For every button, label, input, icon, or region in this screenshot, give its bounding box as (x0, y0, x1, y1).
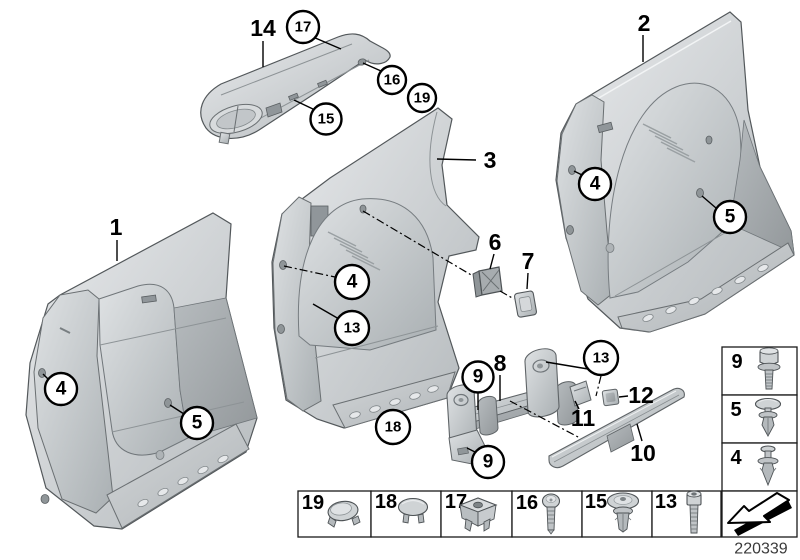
svg-text:9: 9 (483, 452, 494, 473)
legend-item-15[interactable]: 15 (581, 490, 653, 538)
balloon-9-upper[interactable]: 9 (461, 360, 495, 394)
expansion-rivet-icon (757, 445, 779, 487)
direction-of-travel-arrow-icon (727, 492, 792, 536)
balloon-4-left-panel[interactable]: 4 (43, 371, 79, 407)
assembly-dashdot-lines (283, 210, 602, 439)
clip-part-6-illustration (472, 266, 503, 298)
cap-part-12-illustration (601, 388, 620, 407)
drawing-number: 220339 (734, 541, 787, 558)
svg-text:19: 19 (302, 492, 324, 514)
legend-item-5[interactable]: 5 (721, 394, 798, 444)
legend-direction-arrow-box[interactable] (721, 490, 798, 538)
svg-text:16: 16 (384, 72, 401, 89)
callout-labels: 14 1 2 3 6 7 8 10 11 12 (110, 10, 656, 466)
balloon-13-bracket[interactable]: 13 (582, 339, 620, 377)
round-plug-icon (327, 500, 361, 528)
label-7[interactable]: 7 (522, 248, 535, 274)
balloon-5-right-panel[interactable]: 5 (712, 199, 748, 235)
clip-part-11-illustration (569, 380, 592, 407)
balloon-18[interactable]: 18 (374, 408, 412, 446)
legend-bottom-row: 19 18 17 (297, 490, 722, 538)
label-3[interactable]: 3 (484, 147, 497, 173)
expanding-rivet-icon (606, 492, 640, 533)
svg-text:19: 19 (414, 90, 431, 107)
legend-item-19[interactable]: 19 (297, 490, 372, 538)
svg-text:4: 4 (590, 174, 601, 195)
svg-text:9: 9 (731, 351, 742, 373)
sill-strip-part-10-illustration (548, 387, 685, 469)
svg-text:4: 4 (56, 379, 67, 400)
label-10[interactable]: 10 (630, 440, 656, 466)
socket-head-screw-icon (686, 490, 702, 534)
leader-lines (42, 35, 717, 454)
label-2[interactable]: 2 (638, 10, 651, 36)
cover-part-7-illustration (513, 290, 538, 318)
svg-text:17: 17 (295, 19, 312, 36)
balloon-17[interactable]: 17 (285, 9, 321, 45)
label-6[interactable]: 6 (489, 229, 502, 255)
balloon-4-right-panel[interactable]: 4 (577, 166, 613, 202)
svg-text:13: 13 (344, 320, 361, 337)
svg-text:16: 16 (516, 492, 538, 514)
legend-item-9[interactable]: 9 (721, 346, 798, 396)
label-1[interactable]: 1 (110, 214, 123, 240)
svg-text:15: 15 (585, 491, 607, 513)
balloon-4-centre-panel[interactable]: 4 (333, 263, 371, 301)
callout-balloons: 17 16 19 15 4 5 4 13 4 5 9 13 9 18 (43, 9, 748, 480)
dome-rivet-icon (754, 397, 782, 437)
svg-text:18: 18 (385, 419, 402, 436)
balloon-13-centre-panel[interactable]: 13 (333, 309, 371, 347)
svg-text:9: 9 (473, 367, 484, 388)
svg-text:13: 13 (593, 350, 610, 367)
balloon-9-lower[interactable]: 9 (470, 444, 506, 480)
svg-text:15: 15 (318, 111, 335, 128)
legend-item-17[interactable]: 17 (440, 490, 513, 538)
svg-text:18: 18 (375, 491, 397, 513)
balloon-16[interactable]: 16 (376, 64, 408, 96)
svg-text:5: 5 (730, 399, 741, 421)
balloon-15[interactable]: 15 (309, 102, 343, 136)
legend-item-16[interactable]: 16 (511, 490, 583, 538)
svg-text:5: 5 (192, 413, 203, 434)
label-11[interactable]: 11 (571, 405, 596, 431)
svg-text:4: 4 (347, 272, 358, 293)
legend-item-13[interactable]: 13 (651, 490, 722, 538)
hex-bolt-icon (757, 347, 781, 390)
label-14[interactable]: 14 (250, 15, 276, 41)
right-trim-panel-illustration (555, 11, 795, 333)
balloon-5-left-panel[interactable]: 5 (179, 405, 215, 441)
square-nut-icon (458, 497, 498, 532)
upper-trim-piece-illustration (200, 33, 391, 145)
label-8[interactable]: 8 (494, 350, 507, 376)
svg-text:5: 5 (725, 207, 736, 228)
label-12[interactable]: 12 (628, 382, 654, 408)
balloon-19[interactable]: 19 (406, 82, 438, 114)
legend-item-18[interactable]: 18 (370, 490, 442, 538)
left-trim-panel-illustration (25, 212, 258, 530)
svg-text:4: 4 (730, 447, 742, 469)
pan-head-screw-icon (541, 493, 561, 535)
legend-item-4[interactable]: 4 (721, 442, 798, 492)
mounting-bracket-illustration (446, 348, 579, 465)
blind-cap-icon (397, 497, 429, 524)
svg-text:13: 13 (655, 491, 677, 513)
legend-right-column: 9 5 4 (721, 346, 798, 538)
